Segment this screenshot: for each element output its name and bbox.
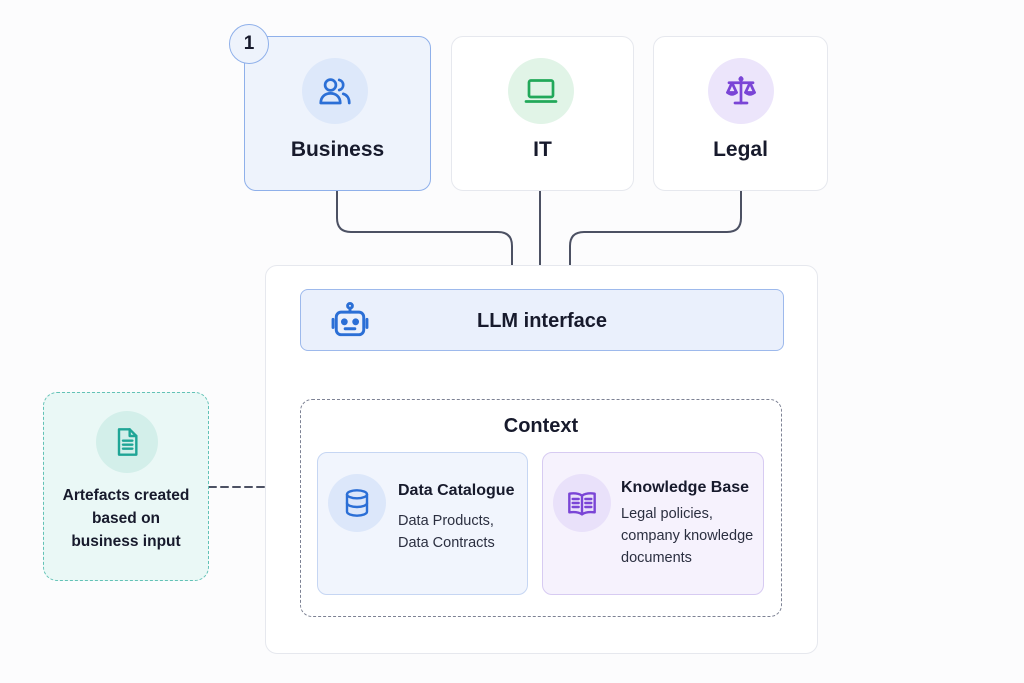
context-box: Context <box>300 399 782 617</box>
artefacts-box[interactable]: Artefacts created based on business inpu… <box>43 392 209 581</box>
knowledge-base-card[interactable]: Knowledge Base Legal policies, company k… <box>542 452 764 595</box>
llm-interface-label: LLM interface <box>476 310 608 332</box>
database-icon <box>328 474 386 532</box>
artefacts-line: based on <box>91 510 161 527</box>
data-catalogue-title: Data Catalogue <box>398 482 515 499</box>
role-card-it[interactable]: IT <box>451 36 634 191</box>
knowledge-base-line: Legal policies, <box>621 506 713 522</box>
book-icon <box>553 474 611 532</box>
role-card-legal[interactable]: Legal <box>653 36 828 191</box>
knowledge-base-line: documents <box>621 550 692 566</box>
artefacts-line: business input <box>71 533 181 550</box>
data-catalogue-line: Data Products, <box>398 513 494 529</box>
users-icon <box>302 58 368 124</box>
role-card-business[interactable]: Business <box>244 36 431 191</box>
robot-icon <box>329 301 371 346</box>
role-label-business: Business <box>290 138 385 161</box>
role-label-legal: Legal <box>713 138 768 161</box>
connector-legal <box>569 190 742 266</box>
data-catalogue-description: Data Products, Data Contracts <box>398 510 495 554</box>
knowledge-base-title: Knowledge Base <box>621 479 750 496</box>
artefacts-text: Artefacts created based on business inpu… <box>44 484 208 553</box>
knowledge-base-description: Legal policies, company knowledge docume… <box>621 503 753 569</box>
role-label-it: IT <box>533 138 552 161</box>
context-title: Context <box>503 415 579 437</box>
laptop-icon <box>508 58 574 124</box>
data-catalogue-card[interactable]: Data Catalogue Data Products, Data Contr… <box>317 452 528 595</box>
step-badge: 1 <box>229 24 269 64</box>
artefacts-line: Artefacts created <box>62 487 190 504</box>
knowledge-base-line: company knowledge <box>621 528 754 544</box>
llm-interface-bar[interactable]: LLM interface <box>300 289 784 351</box>
scales-icon <box>708 58 774 124</box>
document-icon <box>96 411 158 473</box>
data-catalogue-line: Data Contracts <box>398 535 495 551</box>
connector-business <box>336 190 513 266</box>
